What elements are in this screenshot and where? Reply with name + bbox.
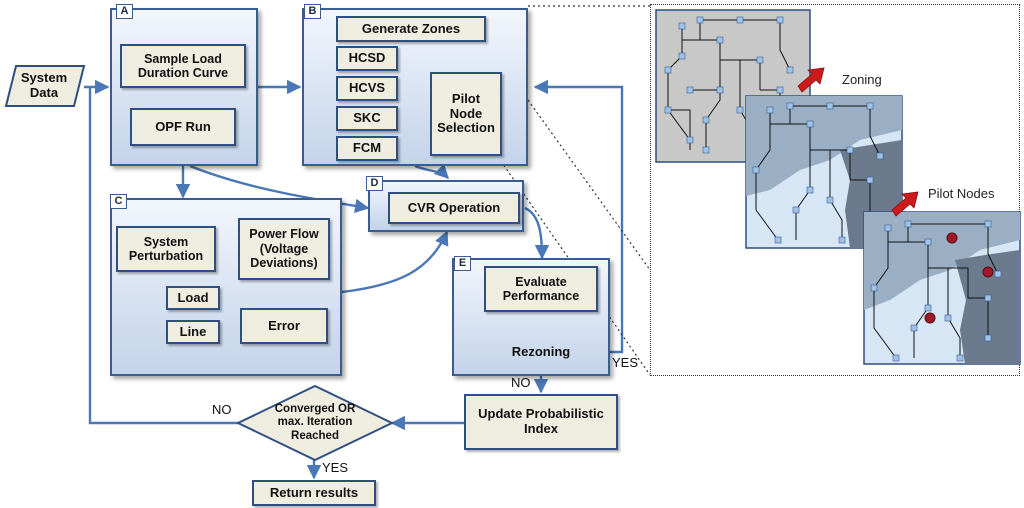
update-index-box[interactable]: Update Probabilistic Index: [464, 394, 618, 450]
power-flow-box[interactable]: Power Flow (Voltage Deviations): [238, 218, 330, 280]
inset-zoning-label: Zoning: [842, 72, 882, 87]
arrow-converged-no: [88, 87, 238, 425]
arrow-d-to-e: [524, 206, 550, 260]
pilot-node-selection-box[interactable]: Pilot Node Selection: [430, 72, 502, 156]
fcm-box[interactable]: FCM: [336, 136, 398, 161]
converged-diamond[interactable]: [235, 384, 395, 462]
inset-pilot-nodes-label: Pilot Nodes: [928, 186, 995, 201]
generate-zones-box[interactable]: Generate Zones: [336, 16, 486, 42]
hcsd-box[interactable]: HCSD: [336, 46, 398, 71]
arrow-c-to-d: [341, 230, 449, 294]
panel-e-label: E: [454, 256, 471, 271]
line-box[interactable]: Line: [166, 320, 220, 344]
arrow-a-to-d: [189, 164, 370, 213]
converged-yes-label: YES: [322, 460, 349, 475]
panel-c-label: C: [110, 194, 127, 209]
system-perturbation-box[interactable]: System Perturbation: [116, 226, 216, 272]
sample-load-box[interactable]: Sample Load Duration Curve: [120, 44, 246, 88]
converged-label: Converged OR max. Iteration Reached: [274, 403, 356, 442]
evaluate-performance-box[interactable]: Evaluate Performance: [484, 266, 598, 312]
zoom-line-mid: [527, 99, 651, 271]
cvr-operation-box[interactable]: CVR Operation: [388, 192, 520, 224]
panel-d-label: D: [366, 176, 383, 191]
arrow-rezone-yes: [533, 79, 624, 354]
error-box[interactable]: Error: [240, 308, 328, 344]
return-results-box[interactable]: Return results: [252, 480, 376, 506]
skc-box[interactable]: SKC: [336, 106, 398, 131]
converged-no-label: NO: [212, 402, 232, 417]
rezoning-yes-label: YES: [612, 355, 639, 370]
system-data-label: System Data: [20, 70, 68, 100]
rezoning-label: Rezoning: [511, 343, 571, 359]
arrow-b-to-d: [414, 163, 450, 180]
zoom-line-bottom: [497, 156, 651, 376]
rezoning-no-label: NO: [511, 375, 531, 390]
panel-b-label: B: [304, 4, 321, 19]
opf-run-box[interactable]: OPF Run: [130, 108, 236, 146]
system-data-shape[interactable]: [4, 65, 86, 107]
load-box[interactable]: Load: [166, 286, 220, 310]
panel-a-label: A: [116, 4, 133, 19]
hcvs-box[interactable]: HCVS: [336, 76, 398, 101]
